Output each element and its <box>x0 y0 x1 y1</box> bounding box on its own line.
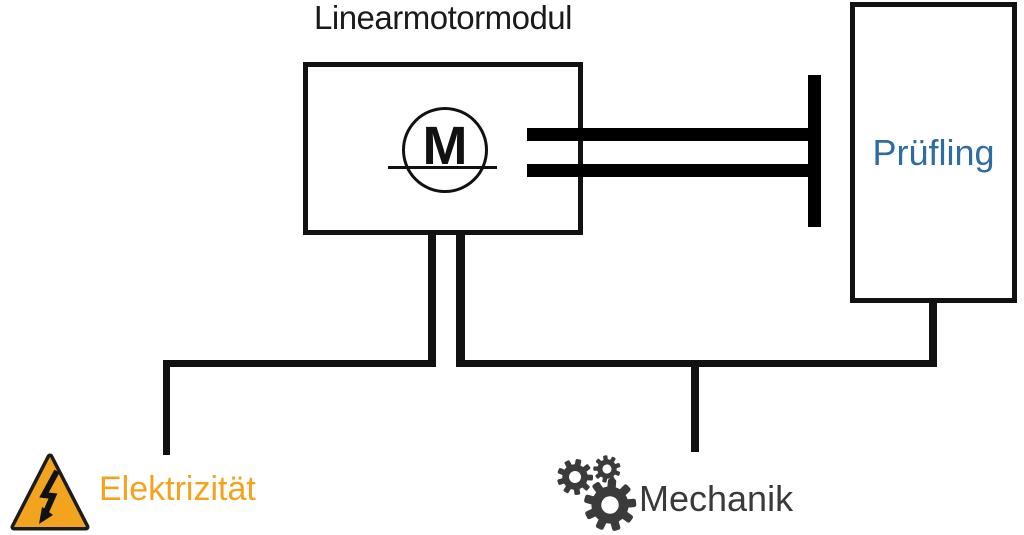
mechanics-label: Mechanik <box>639 478 794 519</box>
diagram-title: Linearmotormodul <box>314 0 572 36</box>
high-voltage-warning-icon <box>10 453 90 531</box>
electricity-label: Elektrizität <box>99 470 256 508</box>
connector-mechanics-drop <box>691 360 699 452</box>
motor-symbol-label: M <box>422 116 468 176</box>
connector-specimen-drop <box>929 300 937 367</box>
connector-motor-right-vertical <box>456 235 465 367</box>
connector-electricity-horizontal <box>163 360 436 367</box>
specimen-label: Prüfling <box>872 131 995 173</box>
motor-circle-icon <box>402 107 488 193</box>
shaft-bar-upper <box>527 128 808 141</box>
motor-baseline <box>388 166 497 169</box>
connector-motor-left-vertical <box>428 235 436 367</box>
gears-icon <box>553 453 639 534</box>
shaft-bar-lower <box>527 164 808 177</box>
connector-electricity-drop <box>163 360 170 455</box>
shaft-flange-bar <box>808 75 821 227</box>
specimen-box: Prüfling <box>850 2 1017 303</box>
